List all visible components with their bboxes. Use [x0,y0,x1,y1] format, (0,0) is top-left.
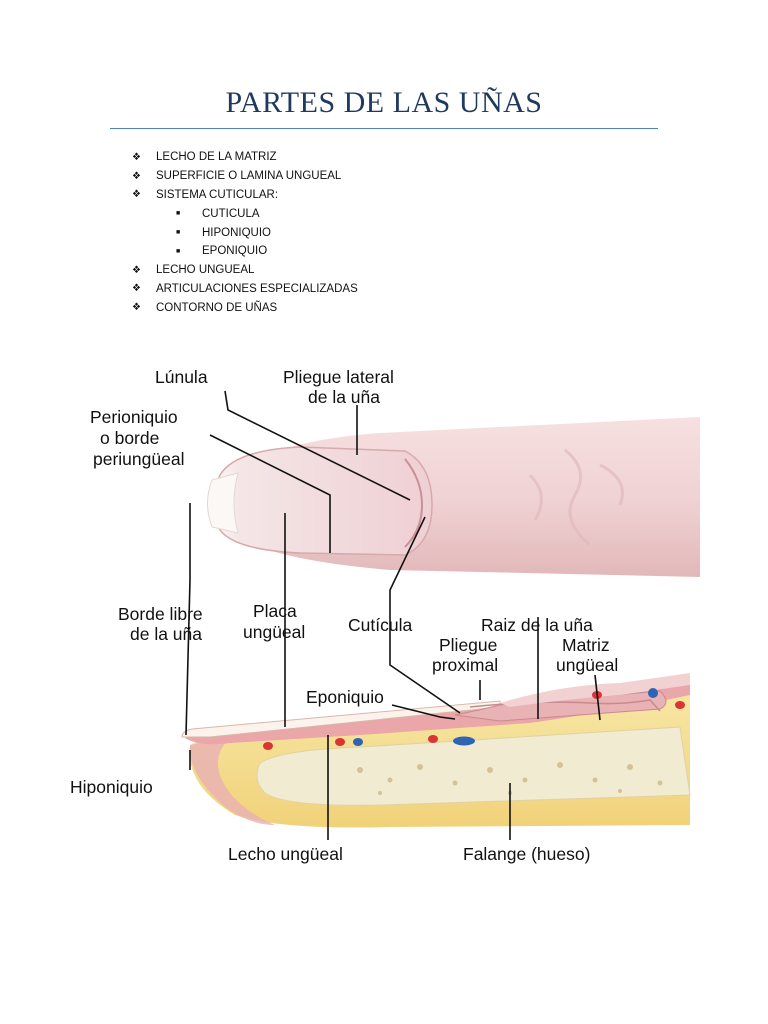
leader-lines [185,390,601,840]
list-item: ❖ ARTICULACIONES ESPECIALIZADAS [132,280,358,299]
diamond-bullet-icon: ❖ [132,302,141,314]
label-placa-2: ungüeal [243,622,305,642]
list-item-label: SISTEMA CUTICULAR: [156,188,279,201]
label-pliegue-lateral: Pliegue lateral [283,367,394,387]
list-item-label: CONTORNO DE UÑAS [156,301,278,314]
list-item: ■ HIPONIQUIO [132,223,358,242]
nail-anatomy-illustration: Lúnula Pliegue lateral de la uña Perioni… [70,367,700,864]
diamond-bullet-icon: ❖ [132,170,141,182]
list-item: ■ CUTICULA [132,204,358,223]
nail-anatomy-figure: Lúnula Pliegue lateral de la uña Perioni… [60,355,710,875]
list-item-label: LECHO UNGUEAL [156,264,255,277]
page-title: PARTES DE LAS UÑAS [225,86,543,119]
label-perioniquio-2: o borde [100,428,159,448]
label-cuticula: Cutícula [348,615,412,635]
list-item: ■ EPONIQUIO [132,242,358,261]
diamond-bullet-icon: ❖ [132,264,141,276]
label-matriz: Matriz [562,635,610,655]
label-pliegue-proximal: Pliegue [439,635,497,655]
list-item-label: HIPONIQUIO [202,226,272,239]
label-placa: Placa [253,601,297,621]
square-bullet-icon: ■ [176,229,181,237]
list-item-label: LECHO DE LA MATRIZ [156,151,277,164]
list-item-label: EPONIQUIO [202,245,268,258]
label-raiz: Raiz de la uña [481,615,593,635]
label-borde-libre-2: de la uña [130,624,202,644]
square-bullet-icon: ■ [176,210,181,218]
list-item-label: CUTICULA [202,207,260,220]
list-item-label: SUPERFICIE O LAMINA UNGUEAL [156,170,342,183]
list-item: ❖ LECHO DE LA MATRIZ [132,148,358,167]
label-borde-libre: Borde libre [118,604,203,624]
square-bullet-icon: ■ [176,247,181,255]
list-item: ❖ SISTEMA CUTICULAR: [132,186,358,205]
label-lunula: Lúnula [155,367,208,387]
finger-top-view [207,417,700,577]
title-divider [110,128,658,129]
label-perioniquio: Perioniquio [90,407,178,427]
label-falange: Falange (hueso) [463,844,590,864]
label-perioniquio-3: periungüeal [93,449,184,469]
parts-list: ❖ LECHO DE LA MATRIZ ❖ SUPERFICIE O LAMINA … [132,148,358,317]
label-hiponiquio: Hiponiquio [70,777,153,797]
label-matriz-2: ungüeal [556,655,618,675]
label-pliegue-proximal-2: proximal [432,655,498,675]
figure-labels: Lúnula Pliegue lateral de la uña Perioni… [70,367,618,864]
list-item: ❖ SUPERFICIE O LAMINA UNGUEAL [132,167,358,186]
diamond-bullet-icon: ❖ [132,283,141,295]
finger-cross-section [181,673,691,828]
diamond-bullet-icon: ❖ [132,189,141,201]
label-pliegue-lateral-2: de la uña [308,387,380,407]
label-lecho-ungueal: Lecho ungüeal [228,844,343,864]
list-item-label: ARTICULACIONES ESPECIALIZADAS [156,282,358,295]
list-item: ❖ CONTORNO DE UÑAS [132,298,358,317]
label-eponiquio: Eponiquio [306,687,384,707]
diamond-bullet-icon: ❖ [132,151,141,163]
list-item: ❖ LECHO UNGUEAL [132,261,358,280]
